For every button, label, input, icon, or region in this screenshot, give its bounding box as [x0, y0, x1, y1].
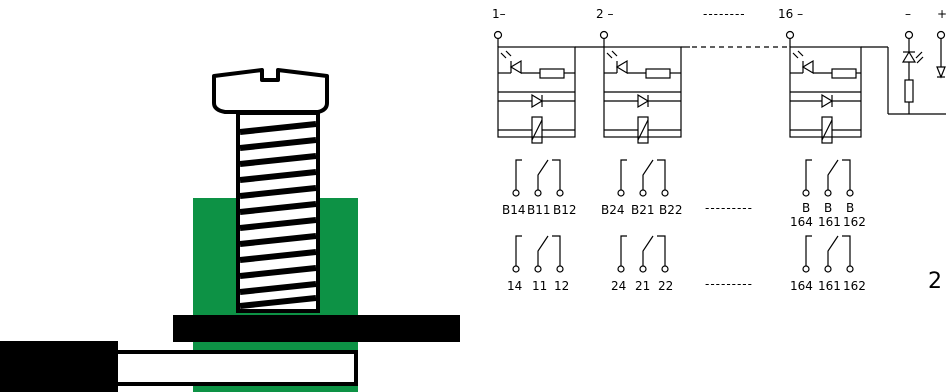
figure-number: 2	[928, 269, 942, 294]
contact-label: 12	[554, 279, 569, 293]
terminal-label-16: 16 –	[778, 7, 803, 21]
contact-label: B	[824, 201, 832, 215]
terminal-label-1: 1–	[492, 7, 506, 21]
contact-label: 161	[818, 279, 841, 293]
schematic	[493, 30, 946, 273]
terminal-plus	[936, 30, 946, 40]
wire-insulation	[0, 341, 118, 392]
power-indicator-circuit	[901, 47, 946, 114]
terminal-1	[493, 30, 503, 40]
contact-label: 21	[635, 279, 650, 293]
terminal-minus	[904, 30, 914, 40]
row1-dashes: ---------	[705, 201, 753, 215]
contact-label: B11	[527, 203, 551, 217]
row2-dashes: ---------	[705, 277, 753, 291]
contact-label: 162	[843, 279, 866, 293]
terminal-label-plus: +	[937, 7, 946, 21]
terminal-16	[785, 30, 795, 40]
contact-label: 164	[790, 279, 813, 293]
top-dashes: --------	[703, 7, 746, 21]
screw-threads	[239, 121, 317, 309]
contact-label: B12	[553, 203, 577, 217]
channel-1-circuit	[497, 39, 576, 144]
contact-label: 24	[611, 279, 626, 293]
contact-label: B14	[502, 203, 526, 217]
contact-label: 14	[507, 279, 522, 293]
channel-16-circuit	[789, 39, 862, 144]
contact-label: 11	[532, 279, 547, 293]
contacts-row-1	[512, 159, 854, 197]
wire-conductor	[114, 350, 358, 386]
contact-label: B24	[601, 203, 625, 217]
contact-label: 161	[818, 215, 841, 229]
contact-label: 162	[843, 215, 866, 229]
contact-label: 164	[790, 215, 813, 229]
channel-2-circuit	[603, 39, 682, 144]
screw-illustration	[0, 68, 460, 392]
schematic-labels: 1– 2 – -------- 16 – – + B14 B11 B12 B24…	[492, 7, 946, 294]
contact-label: B22	[659, 203, 683, 217]
contact-label: B21	[631, 203, 655, 217]
contact-label: B	[802, 201, 810, 215]
contact-label: B	[846, 201, 854, 215]
terminal-label-2: 2 –	[596, 7, 613, 21]
contacts-row-2	[512, 235, 854, 273]
contact-label: 22	[658, 279, 673, 293]
terminal-label-minus: –	[905, 7, 911, 21]
clamp-plate	[173, 315, 460, 342]
screw-head	[212, 68, 329, 114]
terminal-2	[599, 30, 609, 40]
